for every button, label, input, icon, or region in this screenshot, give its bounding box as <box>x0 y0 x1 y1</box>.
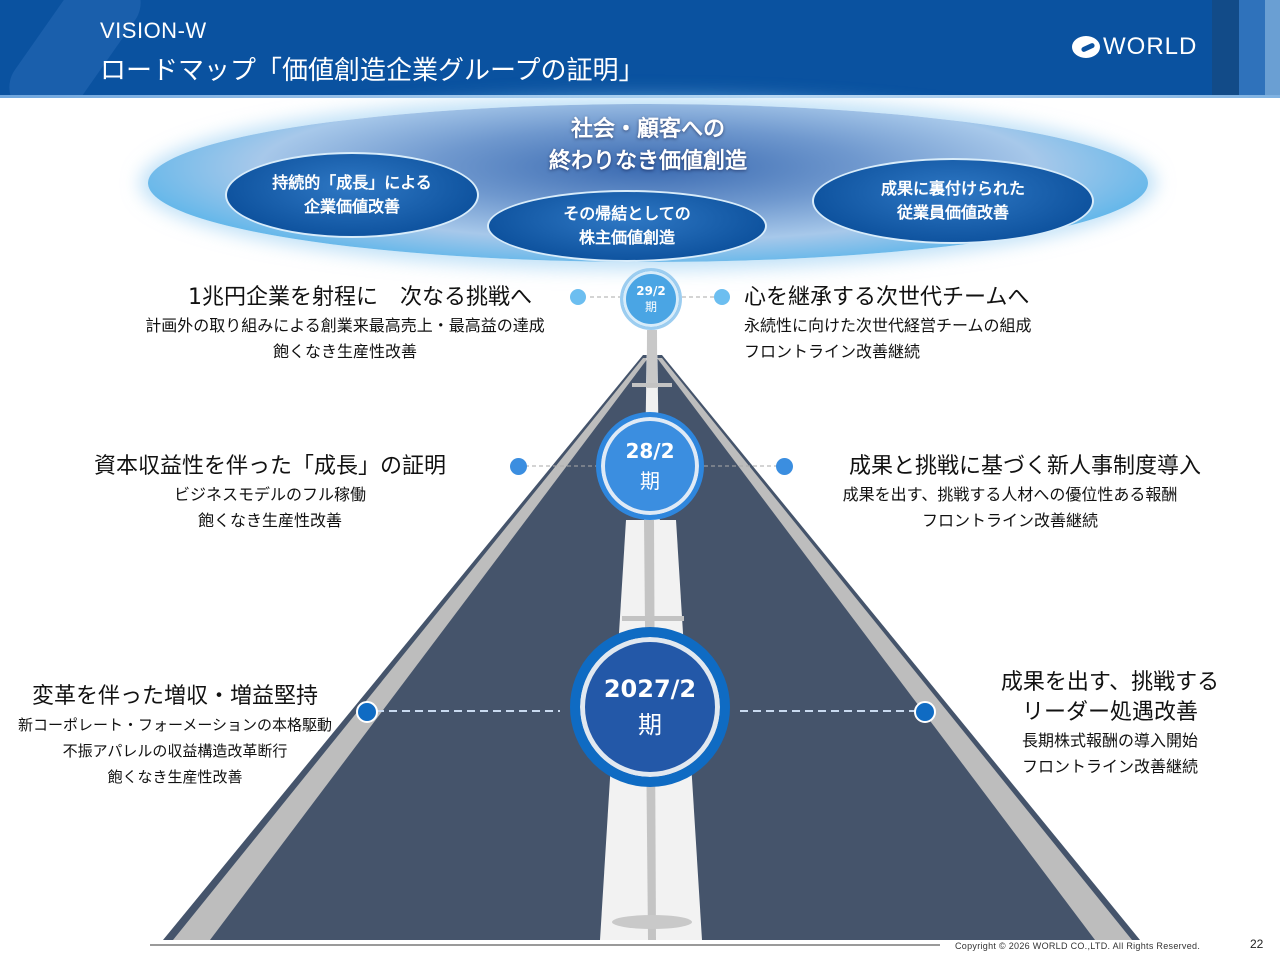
bullet-dot <box>914 701 936 723</box>
milestone-detail: フロントライン改善継続 <box>744 342 921 361</box>
milestone-detail: 飽くなき生産性改善 <box>272 342 417 361</box>
header-divider <box>0 95 1280 98</box>
milestone-heading: 資本収益性を伴った「成長」の証明 <box>93 454 446 479</box>
copyright-text: Copyright © 2026 WORLD CO.,LTD. All Righ… <box>955 941 1201 951</box>
milestone-node-2027-2: 2027/2 期 <box>570 627 730 787</box>
milestone-detail: 長期株式報酬の導入開始 <box>1021 731 1198 750</box>
vision-pill-corporate-value: 持続的「成長」による 企業価値改善 <box>225 152 479 238</box>
milestone-2027-right: 成果を出す、挑戦する リーダー処遇改善 長期株式報酬の導入開始 フロントライン改… <box>950 668 1270 780</box>
footer-divider <box>150 944 940 946</box>
signpost-base-ellipse <box>612 915 692 929</box>
milestone-detail: フロントライン改善継続 <box>1021 757 1198 776</box>
signpost-base <box>632 383 672 387</box>
bullet-dot <box>510 458 527 475</box>
pill-text: 企業価値改善 <box>303 197 400 216</box>
period-suffix: 期 <box>644 300 657 314</box>
milestone-detail: 飽くなき生産性改善 <box>107 768 243 786</box>
vision-title-line2: 終わりなき価値創造 <box>548 149 747 174</box>
milestone-detail: フロントライン改善継続 <box>921 511 1098 530</box>
milestone-detail: 飽くなき生産性改善 <box>197 511 342 530</box>
period-label: 28/2 <box>625 439 675 463</box>
pill-text: 従業員価値改善 <box>896 203 1009 222</box>
milestone-28-right: 成果と挑戦に基づく新人事制度導入 成果を出す、挑戦する人材への優位性ある報酬 フ… <box>770 452 1250 534</box>
world-logo-mark-icon <box>1072 36 1100 58</box>
milestone-detail: 新コーポレート・フォーメーションの本格駆動 <box>17 716 333 734</box>
world-logo: WORLD <box>1072 33 1197 61</box>
milestone-detail: 永続性に向けた次世代経営チームの組成 <box>744 316 1032 335</box>
logo-text: WORLD <box>1103 33 1198 60</box>
pill-text: 株主価値創造 <box>578 228 675 247</box>
slide-header: VISION-W ロードマップ「価値創造企業グループの証明」 WORLD <box>0 0 1280 95</box>
milestone-detail: ビジネスモデルのフル稼働 <box>173 485 366 504</box>
milestone-heading: 心を継承する次世代チームへ <box>744 285 1030 310</box>
milestone-28-left: 資本収益性を伴った「成長」の証明 ビジネスモデルのフル稼働 飽くなき生産性改善 <box>40 452 500 534</box>
milestone-29-right: 心を継承する次世代チームへ 永続性に向けた次世代経営チームの組成 フロントライン… <box>744 283 1164 365</box>
bullet-dot <box>570 289 586 305</box>
vision-pill-shareholder-value: その帰結としての 株主価値創造 <box>487 190 767 262</box>
period-suffix: 期 <box>640 469 660 493</box>
pill-text: 成果に裏付けられた <box>880 179 1025 198</box>
milestone-heading: 変革を伴った増収・増益堅持 <box>31 684 318 709</box>
milestone-node-28-2: 28/2 期 <box>596 412 704 520</box>
header-stripe <box>1239 0 1265 95</box>
milestone-2027-left: 変革を伴った増収・増益堅持 新コーポレート・フォーメーションの本格駆動 不振アパ… <box>0 682 350 790</box>
pill-text: その帰結としての <box>563 204 691 223</box>
milestone-29-left: 1兆円企業を射程に 次なる挑戦へ 計画外の取り組みによる創業来最高売上・最高益の… <box>80 283 610 365</box>
header-stripe <box>1265 0 1280 95</box>
bullet-dot <box>356 701 378 723</box>
bullet-dot <box>776 458 793 475</box>
pill-text: 持続的「成長」による <box>272 173 432 192</box>
vision-center-title: 社会・顧客への 終わりなき価値創造 <box>0 114 1280 178</box>
period-suffix: 期 <box>638 711 662 739</box>
milestone-node-29-2: 29/2 期 <box>620 268 682 330</box>
period-label: 29/2 <box>636 284 666 298</box>
milestone-heading: 成果と挑戦に基づく新人事制度導入 <box>848 454 1201 479</box>
vision-pill-employee-value: 成果に裏付けられた 従業員価値改善 <box>812 158 1094 244</box>
milestone-detail: 計画外の取り組みによる創業来最高売上・最高益の達成 <box>145 316 545 335</box>
road-edge-right <box>657 358 1132 940</box>
milestone-heading: 成果を出す、挑戦する <box>1000 670 1220 695</box>
signpost-pole-top <box>647 330 657 388</box>
milestone-detail: 成果を出す、挑戦する人材への優位性ある報酬 <box>842 485 1178 504</box>
signpost-base <box>622 616 684 621</box>
header-stripe <box>1212 0 1239 95</box>
slide-title-line1: VISION-W <box>100 18 207 43</box>
vision-title-line1: 社会・顧客への <box>570 117 725 142</box>
milestone-detail: 不振アパレルの収益構造改革断行 <box>62 742 288 760</box>
milestone-heading: リーダー処遇改善 <box>1021 700 1198 725</box>
page-number: 22 <box>1250 937 1264 951</box>
period-label: 2027/2 <box>603 675 697 703</box>
milestone-heading: 1兆円企業を射程に 次なる挑戦へ <box>188 285 532 310</box>
road-edge-left <box>173 358 648 940</box>
slide-title-line2: ロードマップ「価値創造企業グループの証明」 <box>100 56 645 86</box>
bullet-dot <box>714 289 730 305</box>
